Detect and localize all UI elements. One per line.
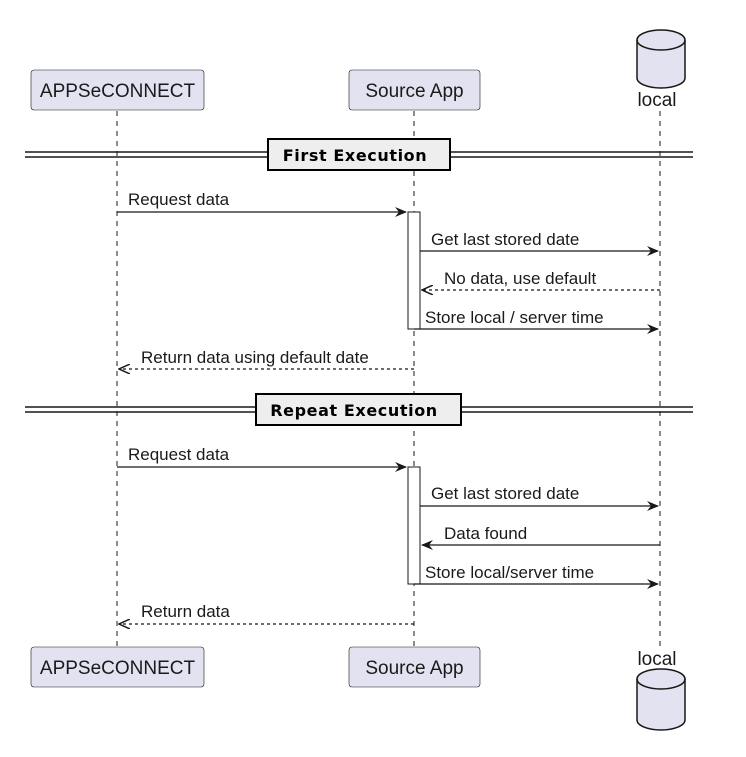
message-label: Get last stored date — [431, 230, 579, 249]
activation-source-app-1 — [407, 211, 421, 330]
message-label: Request data — [128, 445, 230, 464]
message-label: Request data — [128, 190, 230, 209]
database-local-bottom: local — [636, 649, 686, 731]
participant-appseconnect-bottom: APPSeCONNECT — [30, 646, 205, 688]
participant-appseconnect-label: APPSeCONNECT — [40, 81, 196, 102]
message-label: Data found — [444, 524, 527, 543]
message-label: Get last stored date — [431, 484, 579, 503]
message-label: Return data — [141, 602, 230, 621]
activation-source-app-2 — [407, 466, 421, 585]
participant-source-app-top: Source App — [348, 69, 481, 111]
separator-first-execution: First Execution — [25, 138, 693, 171]
database-local-label: local — [637, 649, 676, 670]
separator-repeat-execution: Repeat Execution — [25, 393, 693, 426]
database-local-label: local — [637, 90, 676, 111]
database-icon — [636, 668, 686, 731]
message-label: Return data using default date — [141, 348, 369, 367]
participant-source-app-label: Source App — [365, 658, 463, 679]
database-icon — [636, 29, 686, 89]
message-label: Store local / server time — [425, 308, 604, 327]
database-local-top: local — [636, 29, 686, 111]
participant-source-app-label: Source App — [365, 81, 463, 102]
separator-first-execution-label: First Execution — [283, 146, 428, 165]
message-label: No data, use default — [444, 269, 596, 288]
participant-source-app-bottom: Source App — [348, 646, 481, 688]
separator-repeat-execution-label: Repeat Execution — [270, 401, 438, 420]
participant-appseconnect-top: APPSeCONNECT — [30, 69, 205, 111]
participant-appseconnect-label: APPSeCONNECT — [40, 658, 196, 679]
message-label: Store local/server time — [425, 563, 594, 582]
